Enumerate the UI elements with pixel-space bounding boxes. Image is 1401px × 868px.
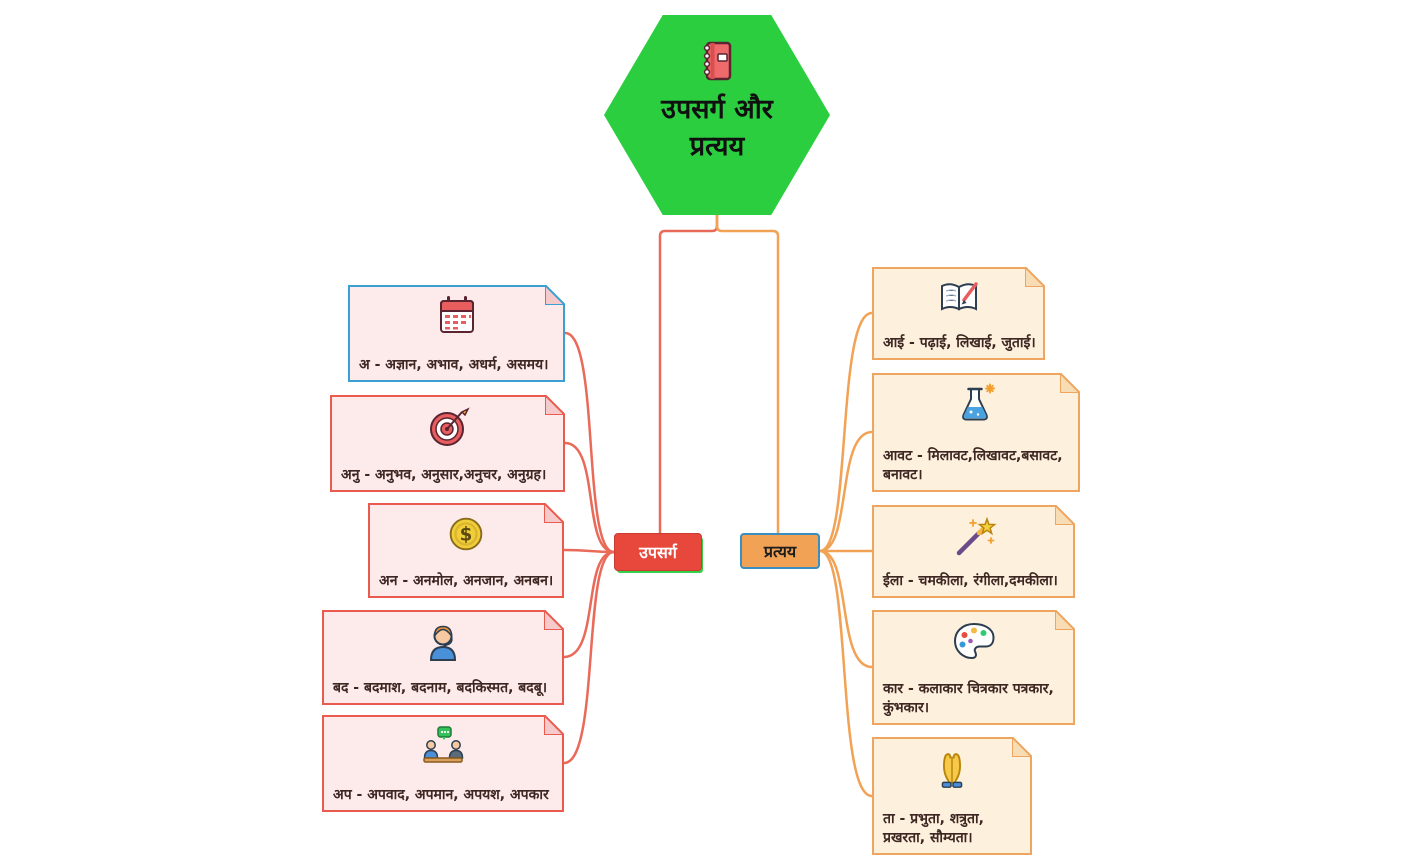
- folded-corner: [1060, 373, 1080, 393]
- folded-corner: [1055, 505, 1075, 525]
- folded-corner: [544, 503, 564, 523]
- edge-root-prefix: [658, 212, 719, 535]
- card-text: आई - पढ़ाई, लिखाई, जुताई।: [883, 335, 1036, 351]
- target-icon: [429, 407, 470, 446]
- edge-prefix-1: [563, 331, 616, 554]
- folded-corner: [1025, 267, 1045, 287]
- notebook-icon: [703, 41, 732, 81]
- card-text: अप - अपवाद, अपमान, अपयश, अपकार: [333, 787, 549, 803]
- card-prefix-anu[interactable]: अनु - अनुभव, अनुसार,अनुचर, अनुग्रह।: [330, 395, 565, 492]
- card-text: अन - अनमोल, अनजान, अनबन।: [379, 573, 554, 589]
- root-title-line2: प्रत्यय: [689, 131, 745, 162]
- edge-prefix-3: [562, 548, 616, 554]
- card-suffix-taa[interactable]: ता - प्रभुता, शत्रुता, प्रखरता, सौम्यता।: [872, 737, 1032, 855]
- root-title-line1: उपसर्ग और: [661, 94, 773, 125]
- branch-node-suffix[interactable]: प्रत्यय: [740, 533, 820, 569]
- praying-hands-icon: [941, 753, 963, 788]
- edge-root-suffix: [715, 212, 780, 535]
- root-title: उपसर्ग और प्रत्यय: [661, 91, 773, 165]
- folded-corner: [1055, 610, 1075, 630]
- card-text: ईला - चमकीला, रंगीला,दमकीला।: [883, 573, 1058, 589]
- edge-suffix-1: [818, 311, 874, 553]
- book-pen-icon: [940, 282, 978, 311]
- folded-corner: [544, 715, 564, 735]
- edge-suffix-5: [818, 549, 874, 798]
- calendar-icon: [439, 296, 474, 333]
- card-prefix-a[interactable]: अ - अज्ञान, अभाव, अधर्म, असमय।: [348, 285, 565, 382]
- dollar-coin-icon: $: [449, 517, 483, 551]
- card-suffix-kaar[interactable]: कार - कलाकार चित्रकार पत्रकार, कुंभकार।: [872, 610, 1075, 725]
- card-text: बद - बदमाश, बदनाम, बदकिस्मत, बदबू।: [333, 680, 548, 696]
- card-text: अनु - अनुभव, अनुसार,अनुचर, अनुग्रह।: [341, 467, 547, 483]
- card-prefix-ap[interactable]: अप - अपवाद, अपमान, अपयश, अपकार: [322, 715, 564, 812]
- folded-corner: [545, 395, 565, 415]
- card-prefix-an[interactable]: $ अन - अनमोल, अनजान, अनबन।: [368, 503, 564, 598]
- edge-suffix-2: [818, 430, 874, 553]
- branch-prefix-label: उपसर्ग: [639, 543, 677, 562]
- edge-suffix-4: [818, 549, 874, 669]
- edge-prefix-5: [562, 550, 616, 765]
- card-text: कार - कलाकार चित्रकार पत्रकार, कुंभकार।: [883, 681, 1054, 716]
- svg-text:$: $: [460, 525, 473, 546]
- branch-suffix-label: प्रत्यय: [763, 542, 797, 561]
- root-node[interactable]: उपसर्ग और प्रत्यय: [604, 15, 830, 215]
- card-suffix-eela[interactable]: ईला - चमकीला, रंगीला,दमकीला।: [872, 505, 1075, 598]
- card-prefix-bad[interactable]: बद - बदमाश, बदनाम, बदकिस्मत, बदबू।: [322, 610, 564, 705]
- card-text: ता - प्रभुता, शत्रुता, प्रखरता, सौम्यता।: [883, 811, 984, 846]
- card-text: अ - अज्ञान, अभाव, अधर्म, असमय।: [359, 357, 549, 373]
- meeting-icon: [423, 726, 464, 763]
- edge-prefix-2: [563, 441, 616, 554]
- card-suffix-aavat[interactable]: आवट - मिलावट,लिखावट,बसावट, बनावट।: [872, 373, 1080, 492]
- flask-icon: [962, 383, 995, 421]
- support-person-icon: [429, 625, 457, 661]
- card-suffix-aai[interactable]: आई - पढ़ाई, लिखाई, जुताई।: [872, 267, 1045, 360]
- folded-corner: [1012, 737, 1032, 757]
- card-text: आवट - मिलावट,लिखावट,बसावट, बनावट।: [883, 448, 1063, 483]
- edge-prefix-4: [562, 550, 616, 659]
- branch-node-prefix[interactable]: उपसर्ग: [614, 533, 702, 571]
- magic-wand-icon: [956, 516, 997, 556]
- folded-corner: [544, 610, 564, 630]
- palette-icon: [953, 622, 995, 660]
- folded-corner: [545, 285, 565, 305]
